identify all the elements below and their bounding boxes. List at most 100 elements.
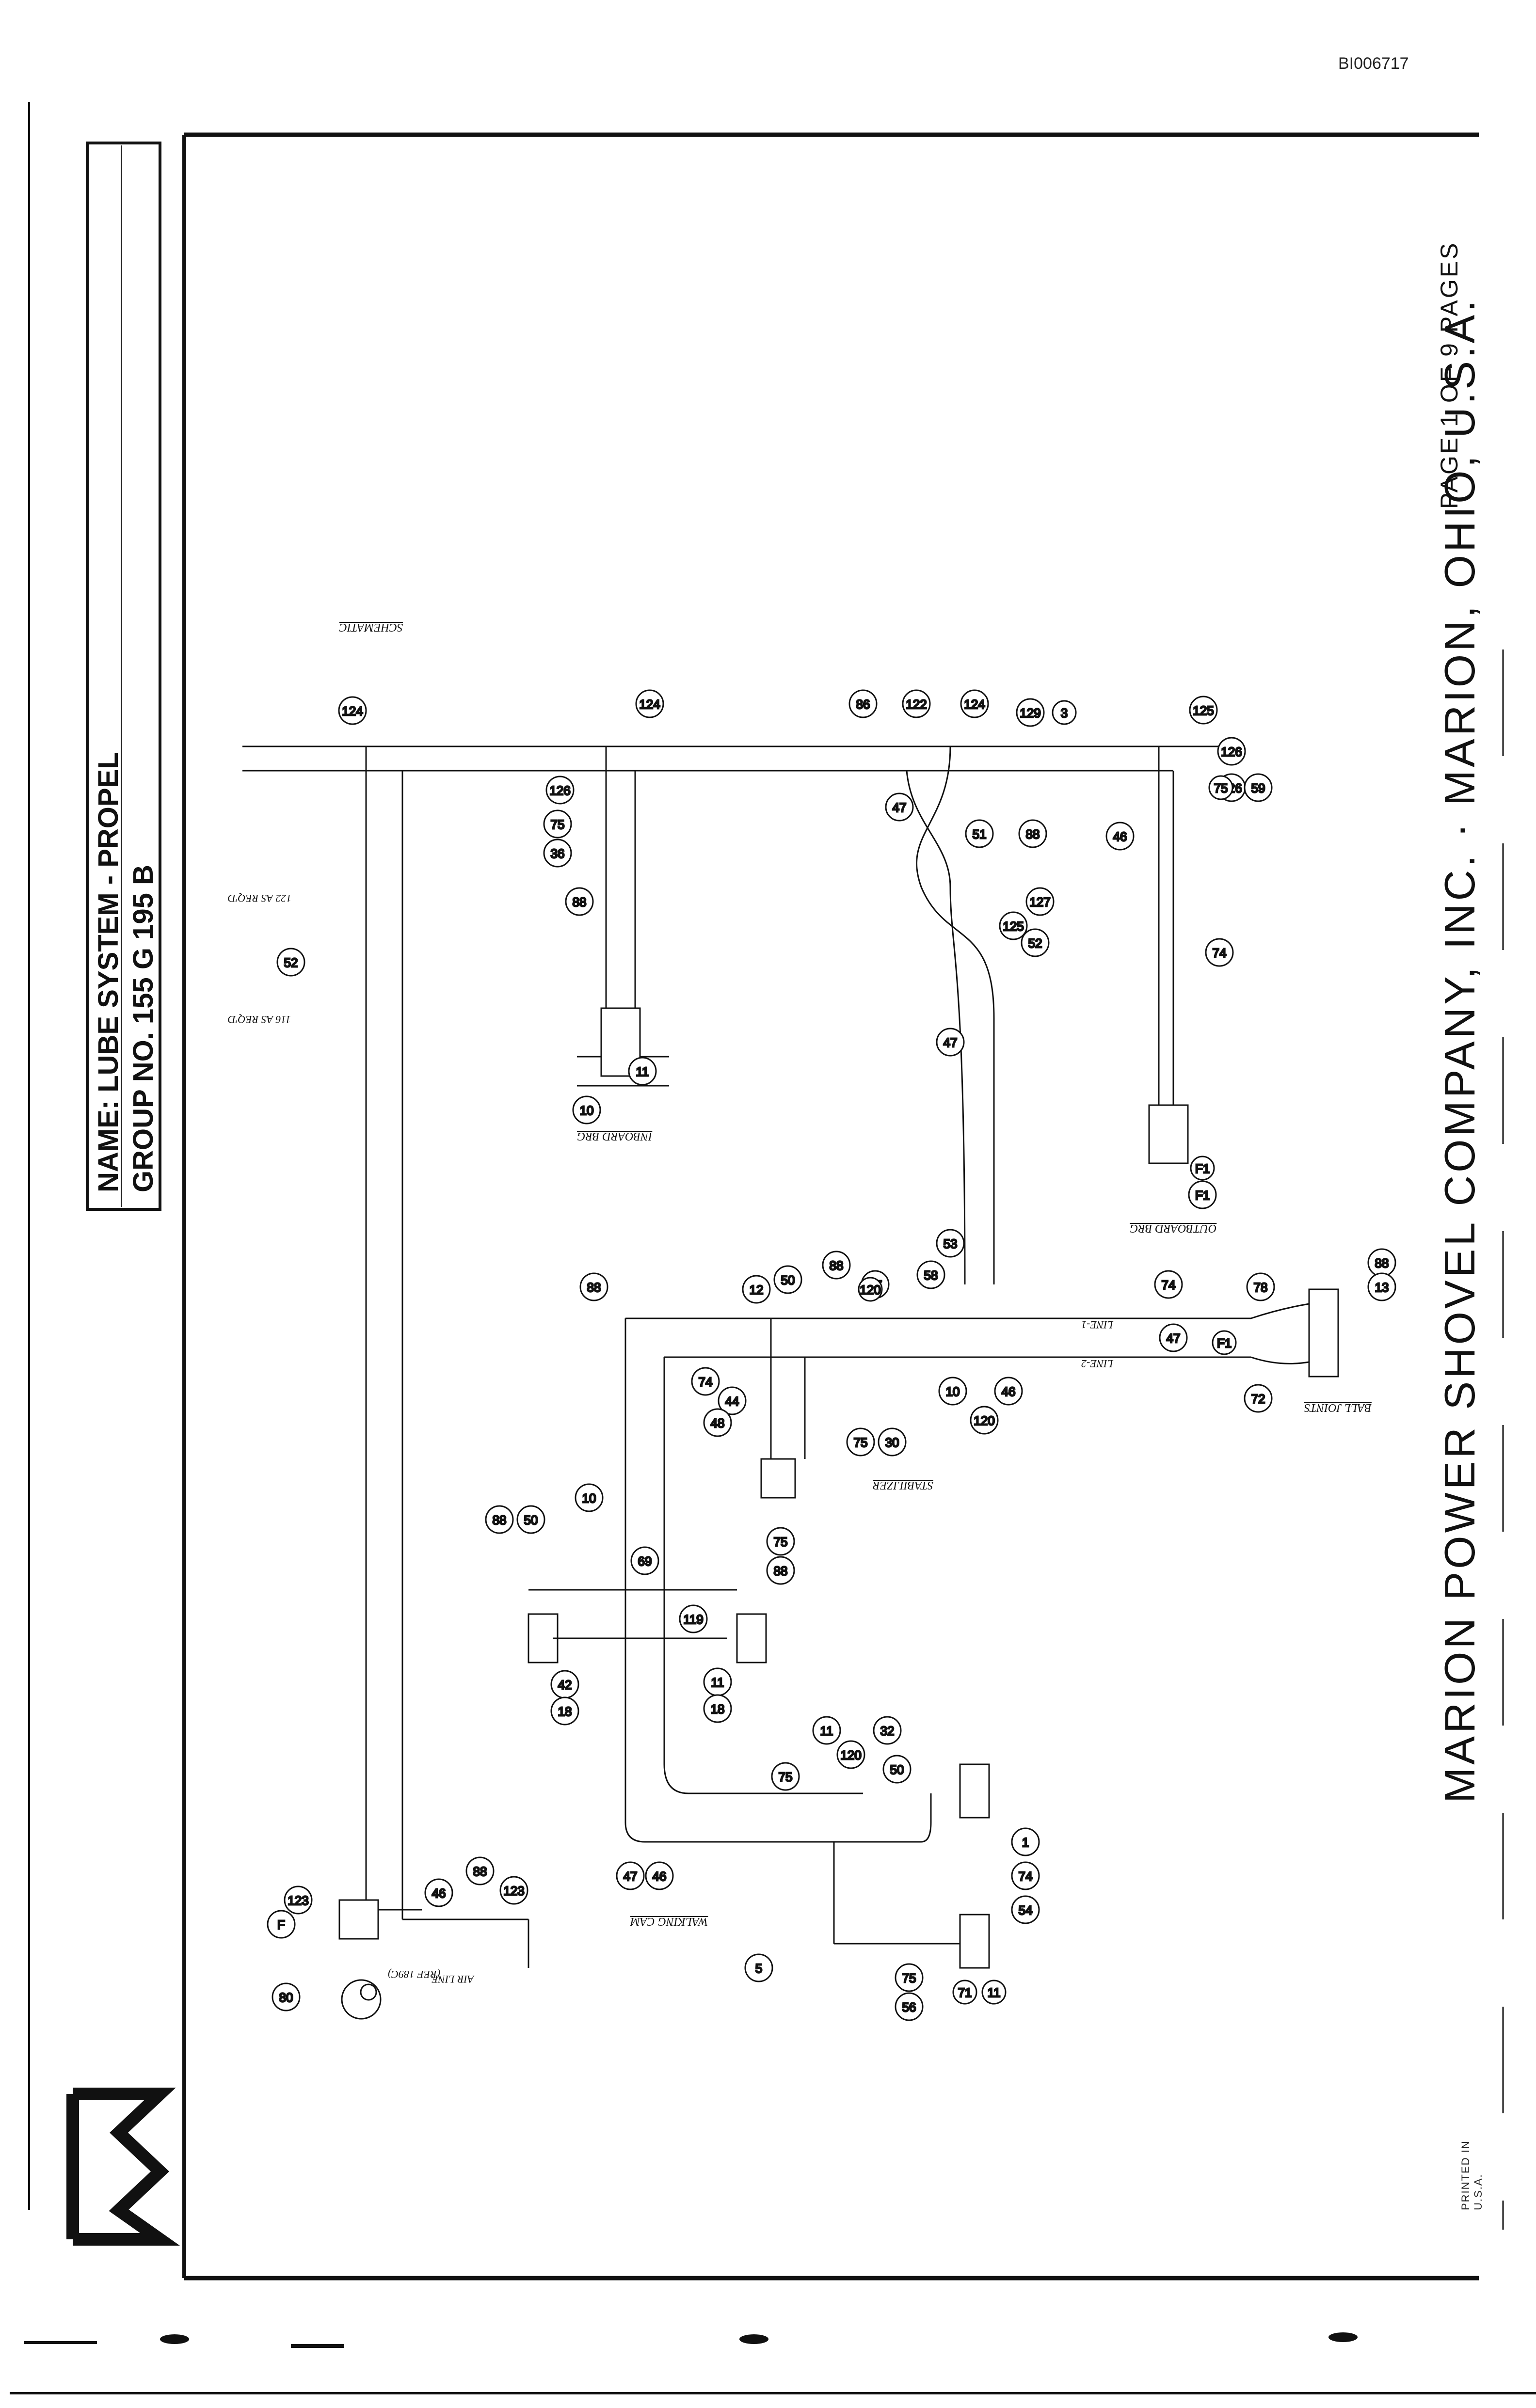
svg-text:F: F: [277, 1917, 285, 1932]
callout-124-a: 124: [338, 696, 367, 725]
callout-119: 69: [630, 1546, 659, 1575]
svg-text:88: 88: [587, 1280, 601, 1295]
callout-10-a: 78: [1246, 1272, 1275, 1301]
callout-50-c: 75: [771, 1762, 800, 1791]
callout-124-c: 124: [960, 689, 989, 718]
svg-text:74: 74: [1162, 1278, 1176, 1292]
svg-text:119: 119: [683, 1612, 703, 1627]
svg-text:42: 42: [558, 1678, 572, 1692]
svg-text:52: 52: [284, 955, 298, 970]
svg-text:122: 122: [906, 697, 927, 712]
note-air-line-ref: (REF 189C): [388, 1968, 441, 1980]
callout-46-b: 120: [970, 1406, 999, 1435]
callout-18-a: 42: [550, 1670, 579, 1699]
svg-text:59: 59: [1251, 781, 1265, 795]
section-outboard-brg: OUTBOARD BRG: [1130, 1222, 1217, 1235]
callout-44: 74: [691, 1367, 720, 1396]
svg-text:46: 46: [653, 1869, 667, 1884]
svg-text:47: 47: [944, 1035, 958, 1050]
svg-text:129: 129: [1020, 706, 1040, 720]
svg-text:36: 36: [551, 846, 565, 861]
svg-text:123: 123: [288, 1893, 308, 1908]
svg-text:50: 50: [524, 1513, 538, 1527]
callout-50-b: 10: [575, 1483, 604, 1512]
callout-75-c: 48: [703, 1408, 732, 1437]
pump-symbol: [341, 1979, 382, 2020]
callout-F: 123: [284, 1885, 313, 1915]
svg-text:124: 124: [964, 697, 985, 712]
scan-marks: [10, 2332, 1536, 2394]
svg-text:124: 124: [342, 704, 363, 718]
company-name: MARION POWER SHOVEL COMPANY, INC. · MARI…: [1436, 297, 1484, 1803]
callout-127: 127: [1025, 887, 1055, 916]
section-inboard-brg: INBOARD BRG: [577, 1130, 653, 1142]
svg-text:75: 75: [774, 1535, 788, 1549]
svg-text:12: 12: [750, 1283, 764, 1297]
callout-51: 51: [965, 819, 994, 848]
callout-71: 11: [981, 1980, 1007, 2005]
callout-75-d: 88: [485, 1505, 514, 1534]
note-122-as-reqd: 122 AS REQ'D: [228, 892, 292, 904]
svg-text:F1: F1: [1195, 1188, 1210, 1203]
callout-11-a: 18: [550, 1696, 579, 1726]
callout-120-c: 11: [812, 1716, 841, 1745]
svg-text:46: 46: [1002, 1384, 1016, 1399]
callout-123-b: 123: [499, 1876, 528, 1905]
svg-text:58: 58: [924, 1268, 938, 1283]
callout-1: 74: [1011, 1861, 1040, 1890]
svg-text:75: 75: [1214, 781, 1228, 795]
svg-text:75: 75: [854, 1435, 868, 1450]
svg-text:74: 74: [1019, 1869, 1033, 1884]
svg-text:120: 120: [974, 1413, 994, 1428]
svg-text:123: 123: [503, 1884, 524, 1898]
svg-text:47: 47: [624, 1869, 638, 1884]
svg-text:1: 1: [1022, 1835, 1029, 1850]
svg-text:50: 50: [890, 1762, 904, 1777]
section-schematic: SCHEMATIC: [339, 621, 403, 634]
svg-text:88: 88: [774, 1564, 788, 1578]
title-box: [86, 142, 161, 1211]
section-ball-joints: BALL JOINTS: [1304, 1401, 1372, 1414]
svg-text:88: 88: [830, 1258, 844, 1273]
sheet-border: [28, 102, 1504, 2281]
marion-logo: [66, 2088, 180, 2246]
svg-text:86: 86: [856, 697, 870, 712]
callout-10-c: 11: [628, 1057, 657, 1086]
svg-text:47: 47: [1167, 1331, 1181, 1346]
callout-74-a: 52: [1021, 928, 1050, 957]
svg-text:46: 46: [432, 1886, 446, 1901]
document-id: BI006717: [1338, 54, 1409, 73]
svg-text:51: 51: [973, 827, 987, 841]
callout-74-d: 47: [616, 1861, 645, 1890]
svg-text:125: 125: [1193, 703, 1214, 718]
callout-88-g: 46: [424, 1878, 453, 1907]
svg-text:72: 72: [1251, 1392, 1265, 1406]
callout-69: 88: [766, 1556, 795, 1585]
page-number: PAGE 1 OF 9 PAGES: [1436, 241, 1463, 509]
callout-58: 120: [858, 1277, 883, 1302]
callout-129: 129: [1016, 698, 1045, 727]
callout-88-f: 75: [766, 1527, 795, 1556]
svg-text:74: 74: [1213, 946, 1227, 960]
callout-13: 88: [1367, 1248, 1396, 1277]
callout-74-b: 53: [936, 1229, 965, 1258]
svg-text:53: 53: [944, 1236, 958, 1251]
callout-122: 122: [902, 689, 931, 718]
callout-75-f: 5: [744, 1953, 773, 1982]
section-walking-cam: WALKING CAM: [630, 1915, 708, 1928]
callout-12: 88: [822, 1251, 851, 1280]
callout-F1-b: F1: [1188, 1180, 1217, 1209]
callout-88-a: 88: [565, 887, 594, 916]
svg-text:54: 54: [1019, 1903, 1033, 1917]
svg-text:127: 127: [1029, 895, 1050, 909]
svg-text:46: 46: [1113, 829, 1127, 844]
svg-text:125: 125: [1003, 919, 1024, 934]
callout-47-c: 88: [579, 1272, 608, 1301]
title-name: NAME: LUBE SYSTEM - PROPEL: [93, 752, 124, 1192]
svg-text:78: 78: [1254, 1280, 1268, 1295]
callout-56: 75: [895, 1963, 924, 1992]
svg-text:88: 88: [1026, 827, 1040, 841]
callout-125: 125: [1189, 696, 1218, 725]
svg-text:10: 10: [946, 1384, 960, 1399]
